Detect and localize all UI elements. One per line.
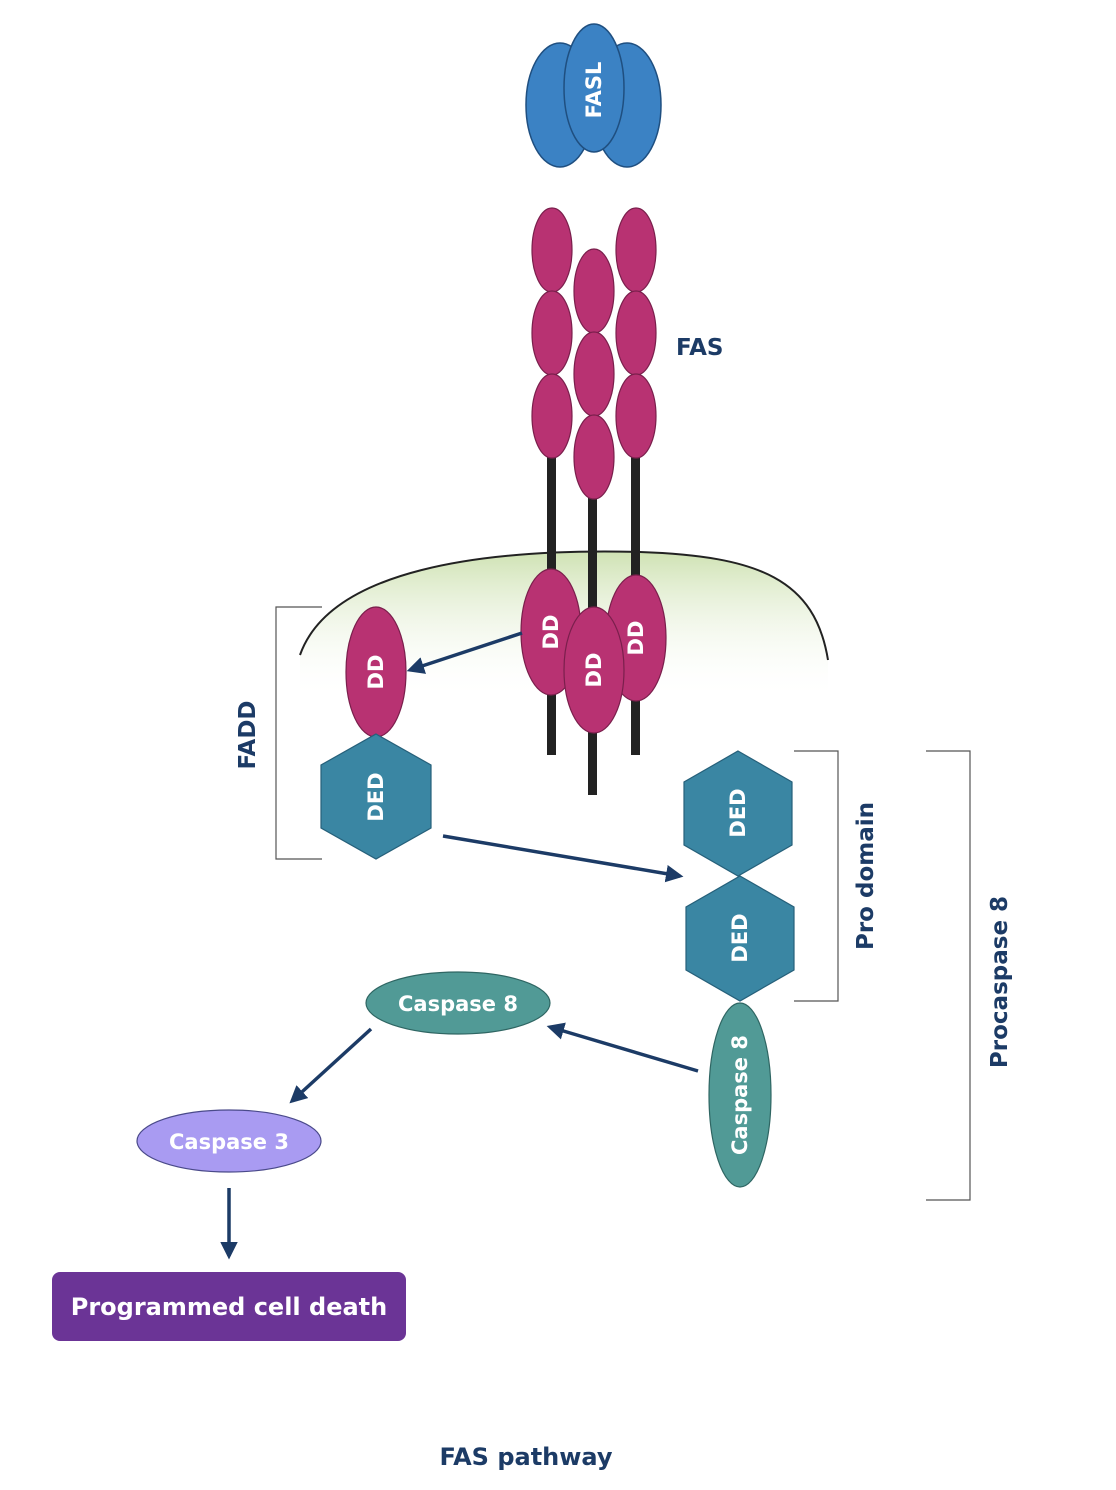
- caspase3-label: Caspase 3: [169, 1130, 289, 1154]
- fadd-bracket: [275, 606, 322, 860]
- fas-receptor: [531, 207, 657, 500]
- fas-death-domains: DD DD DD: [520, 568, 667, 734]
- caspase8-active: [365, 971, 551, 1035]
- procaspase8-ded-bottom: [685, 875, 795, 1002]
- fas-dd-left-label: DD: [539, 615, 563, 650]
- procaspase8-label: Procaspase 8: [987, 896, 1013, 1068]
- fas-dd-center-label: DD: [582, 653, 606, 688]
- fadd-ded-label: DED: [364, 772, 388, 821]
- arrow-caspase8-to-caspase3: [289, 1027, 373, 1104]
- programmed-cell-death-box: [52, 1272, 406, 1341]
- fasl-label: FASL: [582, 62, 606, 119]
- fadd-adaptor: DD DED: [320, 606, 432, 860]
- procaspase8-ded-top-label: DED: [726, 788, 750, 837]
- pathway-arrows: [220, 631, 699, 1260]
- fadd-ded: [320, 733, 432, 860]
- caspase8-label: Caspase 8: [398, 992, 518, 1016]
- caspase3: [136, 1109, 322, 1173]
- arrow-procaspase8-to-caspase8: [546, 1022, 699, 1073]
- procaspase8-ded-top: [683, 750, 793, 877]
- procaspase8-caspase-domain: [708, 1002, 772, 1188]
- programmed-cell-death-label: Programmed cell death: [71, 1293, 387, 1321]
- pro-domain-bracket: [794, 750, 839, 1002]
- fas-label: FAS: [676, 335, 723, 361]
- arrow-fas-to-fadd: [406, 631, 523, 674]
- fasl-subunit-center: [563, 23, 625, 153]
- procaspase8-caspase-label: Caspase 8: [728, 1035, 752, 1155]
- fadd-label: FADD: [235, 700, 261, 769]
- procaspase8-ded-bottom-label: DED: [728, 913, 752, 962]
- fas-dd-right-label: DD: [624, 621, 648, 656]
- pro-domain-label: Pro domain: [853, 802, 879, 950]
- fasl-ligand: FASL: [525, 23, 662, 168]
- fadd-dd-label: DD: [364, 655, 388, 690]
- procaspase8-pro-domain: DED DED: [683, 750, 795, 1002]
- fas-dd-center: [563, 606, 625, 734]
- procaspase8-bracket: [926, 750, 971, 1201]
- diagram-caption: FAS pathway: [439, 1443, 612, 1471]
- arrow-fadd-to-procaspase8: [442, 834, 684, 883]
